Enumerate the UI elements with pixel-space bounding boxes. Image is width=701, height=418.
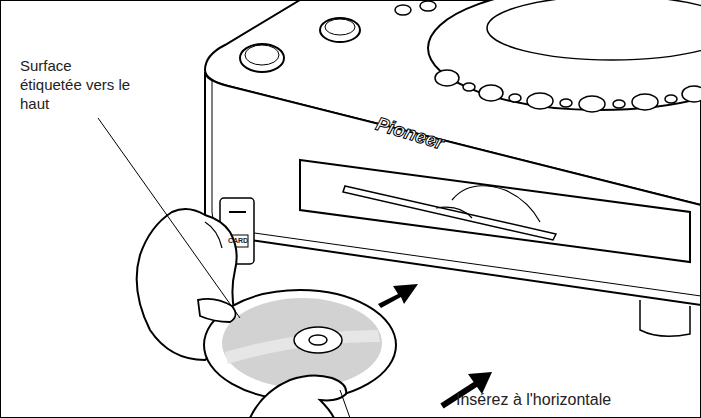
button bbox=[395, 5, 411, 15]
jog-wheel-top bbox=[487, 0, 701, 60]
jog-wheel bbox=[428, 0, 701, 110]
player-foot bbox=[640, 300, 690, 336]
button bbox=[245, 45, 279, 65]
ring-light bbox=[682, 86, 701, 102]
ring-light bbox=[509, 94, 521, 102]
leader-line bbox=[340, 390, 350, 418]
ring-light bbox=[613, 100, 625, 108]
brand-logo: Pioneer bbox=[373, 112, 485, 167]
disc-hole bbox=[309, 335, 327, 345]
front-bevel bbox=[212, 80, 701, 296]
ring-light bbox=[463, 83, 475, 91]
ring-light bbox=[632, 94, 658, 110]
disc-hub bbox=[294, 327, 342, 353]
ring-light bbox=[560, 99, 572, 107]
left-thumb bbox=[198, 299, 236, 322]
horizontal-arrow-head bbox=[468, 372, 492, 394]
button bbox=[325, 19, 355, 35]
ring-light bbox=[665, 95, 677, 103]
instruction-label: Insérez à l'horizontale bbox=[456, 390, 686, 410]
ring-light bbox=[435, 70, 459, 86]
ring-light bbox=[479, 85, 503, 101]
right-hand bbox=[250, 375, 346, 418]
callout-label: Surface étiquetée vers le haut bbox=[20, 57, 132, 113]
disc-slot bbox=[343, 186, 556, 240]
card-slot-label: CARD bbox=[227, 237, 249, 246]
card-slot bbox=[229, 211, 246, 213]
hand-line bbox=[205, 222, 222, 248]
button bbox=[320, 18, 360, 42]
ring-light bbox=[527, 93, 553, 109]
disc-label-area bbox=[222, 298, 382, 388]
jog-ring-lights bbox=[435, 70, 701, 112]
leader-line bbox=[98, 118, 240, 318]
slot-recess bbox=[300, 160, 690, 262]
insert-arrow bbox=[378, 284, 418, 308]
button bbox=[420, 1, 436, 11]
button bbox=[240, 44, 284, 72]
slot-notch bbox=[436, 207, 472, 218]
ring-light bbox=[579, 96, 605, 112]
